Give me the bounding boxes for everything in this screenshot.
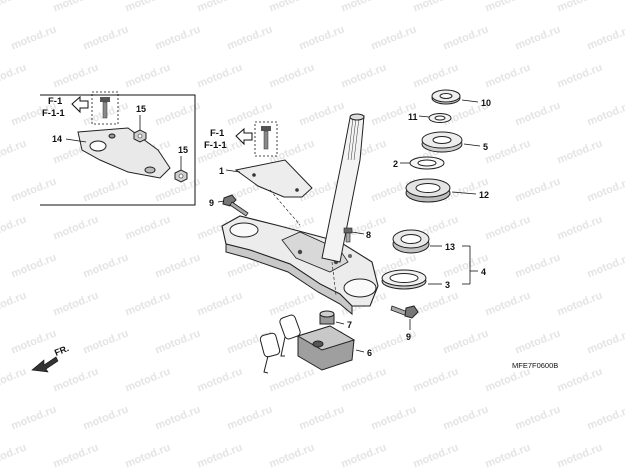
callout-4: 4 bbox=[481, 267, 486, 277]
bolt-icon bbox=[100, 97, 110, 119]
callout-11: 11 bbox=[408, 112, 418, 122]
inset-ref-f11: F-1-1 bbox=[42, 108, 65, 119]
callout-15: 15 bbox=[136, 104, 146, 114]
callout-7: 7 bbox=[347, 320, 352, 330]
callout-9: 9 bbox=[406, 332, 411, 342]
callout-10: 10 bbox=[481, 98, 491, 108]
bearing-race-upper-part bbox=[392, 229, 430, 254]
inset-bolt-box bbox=[91, 91, 119, 125]
callout-14: 14 bbox=[52, 134, 62, 144]
bracket-plate-part bbox=[77, 127, 171, 179]
bolt-part: 9 bbox=[209, 194, 249, 217]
inset-ref-f1: F-1 bbox=[48, 96, 63, 107]
nut-part: 10 bbox=[431, 89, 491, 108]
callout-5: 5 bbox=[483, 142, 488, 152]
callout-1: 1 bbox=[219, 166, 224, 176]
diagram-code: MFE7F0600B bbox=[512, 361, 558, 370]
reference-arrow-icon bbox=[71, 95, 89, 114]
bearing-race-lower-part bbox=[381, 269, 427, 290]
cover-plate-part: 1 bbox=[219, 159, 313, 226]
callout-9: 9 bbox=[209, 198, 214, 208]
inset-panel: F-1 F-1-1 15 15 14 bbox=[40, 91, 196, 206]
callout-8: 8 bbox=[366, 230, 371, 240]
steering-stem-shaft-part bbox=[321, 113, 365, 296]
callout-6: 6 bbox=[367, 348, 372, 358]
adjusting-nut-part: 5 bbox=[421, 131, 488, 153]
callout-bracket: 13 3 4 bbox=[428, 242, 486, 290]
nut-icon bbox=[174, 169, 188, 183]
bolt-part: 9 bbox=[390, 305, 419, 342]
callout-15: 15 bbox=[178, 145, 188, 155]
nut-icon bbox=[133, 129, 147, 143]
main-ref-f11: F-1-1 bbox=[204, 140, 227, 151]
front-direction-arrow: FR. bbox=[31, 343, 70, 373]
key-icon bbox=[279, 314, 301, 357]
steering-stem-bridge-part bbox=[221, 215, 379, 316]
cap-part: 7 bbox=[319, 310, 352, 330]
lock-washer-part: 11 bbox=[408, 112, 452, 123]
dust-seal-part: 2 bbox=[393, 156, 445, 170]
bearing-part: 12 bbox=[405, 178, 489, 203]
bolt-icon bbox=[261, 126, 271, 150]
front-label: FR. bbox=[53, 343, 70, 358]
callout-3: 3 bbox=[445, 280, 450, 290]
main-ref-f1: F-1 bbox=[210, 128, 225, 139]
callout-2: 2 bbox=[393, 159, 398, 169]
main-reference: F-1 F-1-1 bbox=[204, 121, 278, 157]
callout-13: 13 bbox=[445, 242, 455, 252]
screw-part: 8 bbox=[343, 227, 371, 243]
ignition-switch-part: 6 bbox=[296, 325, 372, 371]
reference-arrow-icon bbox=[235, 127, 253, 146]
callout-12: 12 bbox=[479, 190, 489, 200]
key-icon bbox=[259, 332, 281, 374]
